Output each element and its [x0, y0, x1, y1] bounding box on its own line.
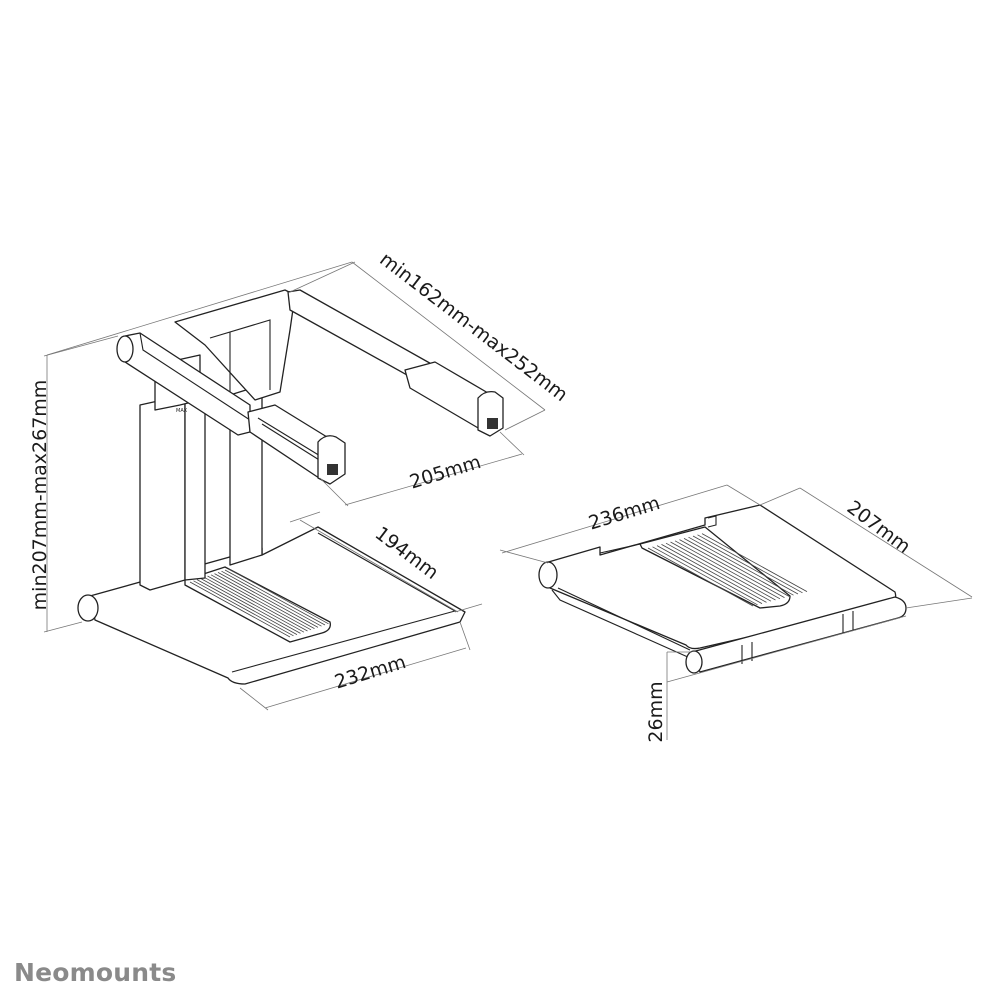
ridge-line	[224, 569, 326, 626]
extended-stand: MAX	[77, 289, 504, 685]
ridged-pad	[184, 566, 331, 643]
ridge-line	[683, 538, 790, 597]
column-front	[139, 394, 186, 591]
height-range-label: min207mm-max267mm	[29, 380, 51, 611]
folded-height-label: 26mm	[645, 681, 667, 742]
ridge-line	[210, 574, 312, 631]
base-width-label: 232mm	[332, 651, 409, 693]
base-roller	[77, 594, 99, 622]
ridge-line	[189, 581, 291, 638]
front-arm-stop	[317, 435, 346, 485]
max-marker: MAX	[176, 408, 188, 414]
ridge-line	[217, 572, 319, 628]
folded-width-label: 236mm	[586, 492, 663, 534]
ridge-line	[214, 573, 315, 629]
ridge-line	[692, 535, 799, 595]
rubber-pad	[327, 464, 338, 475]
folded-roller-back	[538, 561, 558, 589]
ridge-line	[228, 568, 329, 625]
dimension-lines-right	[499, 484, 973, 740]
ridge-line	[674, 540, 781, 600]
ridge-line	[688, 536, 794, 596]
ridge-line	[652, 546, 758, 606]
arm-span-label: 205mm	[407, 451, 484, 493]
ridge-line	[647, 547, 754, 607]
top-roller	[116, 335, 134, 363]
ridge-line	[221, 570, 322, 627]
ridge-line	[701, 533, 808, 592]
ridge-line	[679, 539, 785, 598]
ridge-line	[193, 580, 294, 637]
ridge-line	[207, 575, 308, 632]
ridge-line	[661, 544, 767, 603]
back-arm-stop	[477, 390, 504, 437]
ridge-line	[670, 541, 776, 601]
ridge-line	[203, 576, 305, 633]
ridge-line	[656, 545, 763, 604]
brand-logo: Neomounts	[14, 958, 177, 987]
ridge-line	[665, 542, 772, 602]
ridge-line	[196, 579, 298, 635]
dimension-lines-left	[43, 261, 546, 711]
folded-stand	[538, 504, 907, 674]
ridge-line	[697, 534, 803, 594]
folded-depth-label: 207mm	[843, 496, 915, 558]
rubber-pad	[487, 418, 498, 429]
arm-length-label: min162mm-max252mm	[375, 248, 571, 406]
ridge-line	[200, 578, 301, 634]
